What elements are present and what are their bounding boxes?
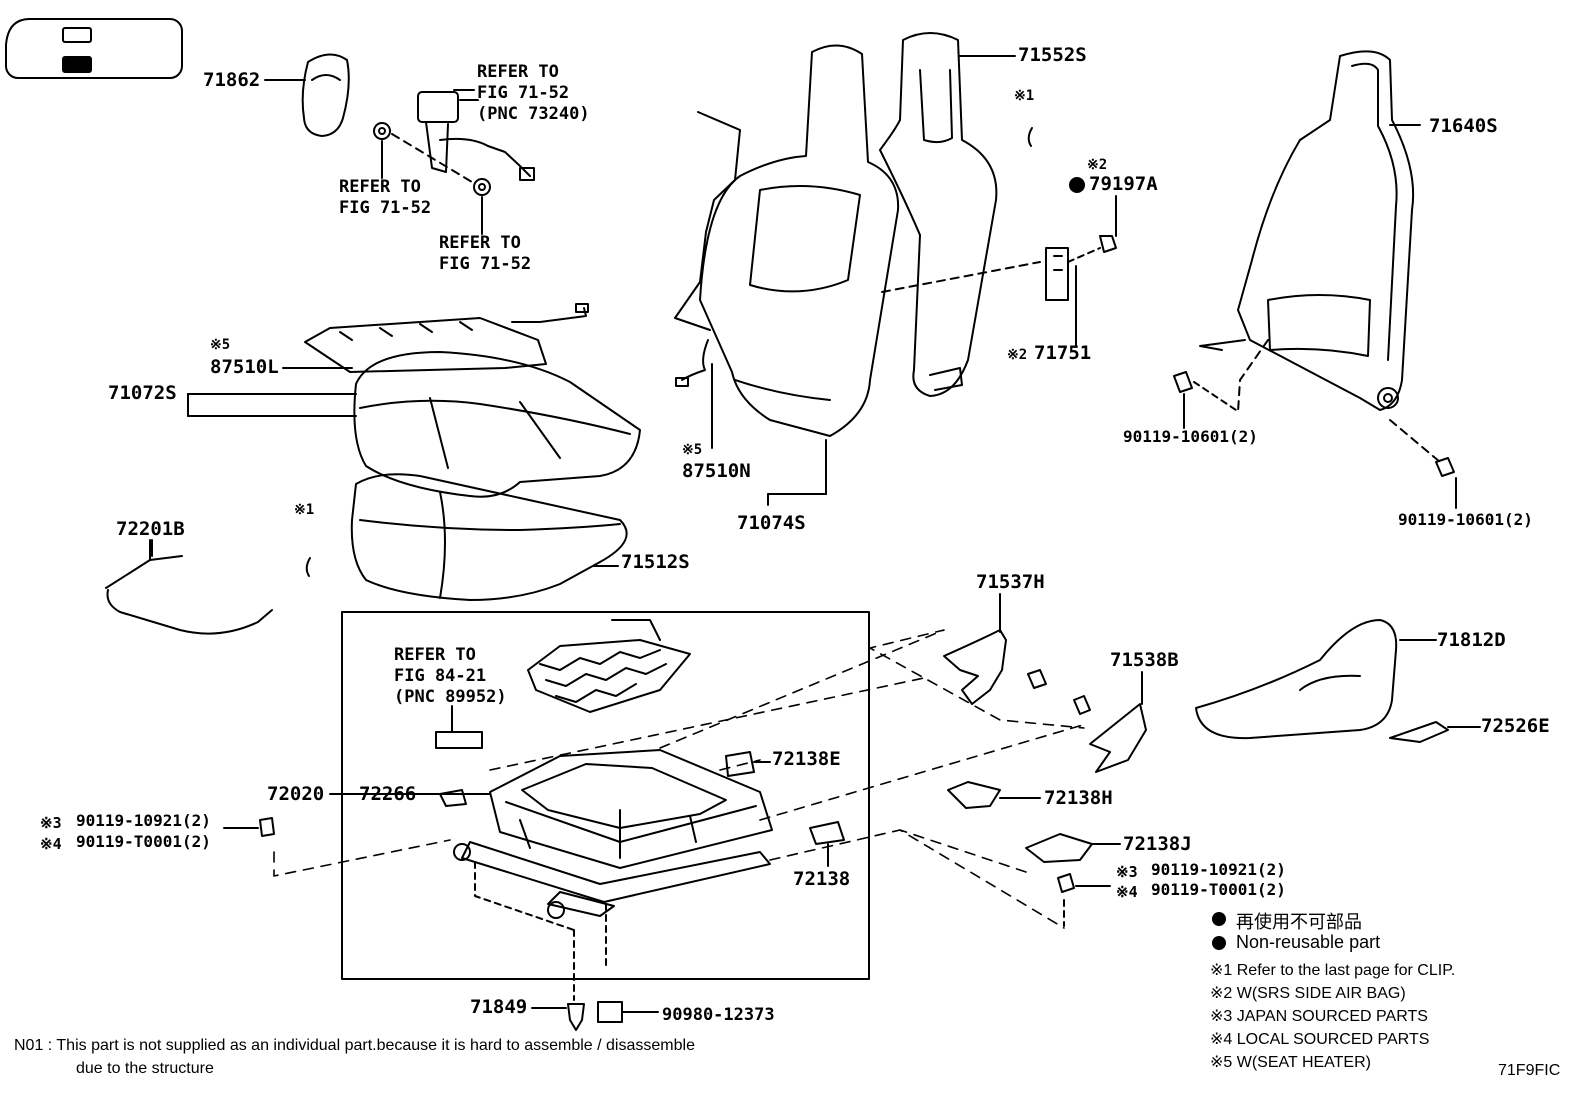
- cushion-pad-icon: [350, 473, 628, 601]
- footnote-mark: ※1: [294, 502, 315, 518]
- part-label: 71538B: [1110, 649, 1179, 671]
- part-label: 71751: [1034, 342, 1092, 364]
- part-label: 72138E: [772, 748, 841, 770]
- part-label: 71552S: [1018, 44, 1087, 66]
- footnote-line: due to the structure: [76, 1060, 214, 1077]
- footnote-mark: ※5: [682, 442, 703, 458]
- headrest-cover-icon: [264, 53, 350, 137]
- legend-non-reusable-en: Non-reusable part: [1236, 932, 1381, 952]
- legend-note: ※1 Refer to the last page for CLIP.: [1210, 962, 1456, 979]
- part-label: 72138H: [1044, 787, 1113, 809]
- vehicle-locator-icon: [5, 18, 183, 79]
- legend-note: ※3 JAPAN SOURCED PARTS: [1210, 1008, 1428, 1025]
- bottom-clip-icon: [531, 1001, 659, 1031]
- connector-icon: [435, 705, 483, 807]
- seatback-cover-rear-icon: [879, 32, 1016, 397]
- footnote-mark: ※1: [1014, 88, 1035, 104]
- non-reusable-dot-icon: [1212, 936, 1226, 950]
- ref-note: REFER TO FIG 84-21 (PNC 89952): [394, 645, 507, 707]
- part-label: 72020: [267, 783, 325, 805]
- part-label: 71072S: [108, 382, 177, 404]
- part-label: 71074S: [737, 512, 806, 534]
- footnote-mark: ※3: [40, 814, 62, 832]
- seat-side-cover-icon: [1195, 619, 1481, 743]
- footnote-mark: ※2: [1007, 347, 1028, 363]
- legend-note: ※2 W(SRS SIDE AIR BAG): [1210, 985, 1406, 1002]
- part-label: 72138: [793, 868, 851, 890]
- seat-spring-icon: [527, 619, 691, 713]
- airbag-bracket-icon: [1045, 195, 1117, 347]
- part-label: 71812D: [1437, 629, 1506, 651]
- part-label: 90119-10921(2): [76, 811, 211, 830]
- part-label: 72201B: [116, 518, 185, 540]
- part-label: 71537H: [976, 571, 1045, 593]
- seatback-frame-icon: [1199, 50, 1441, 463]
- footnote-mark: ※4: [40, 835, 62, 853]
- seat-wire-icon: [105, 539, 273, 635]
- part-label: 90119-10601(2): [1123, 427, 1258, 446]
- part-label: 87510N: [682, 460, 751, 482]
- footnote-mark: ※2: [1087, 157, 1108, 173]
- seat-heater-mat-icon: [282, 303, 589, 373]
- side-shield-icon: [943, 593, 1147, 773]
- seat-adjuster-box: [341, 611, 870, 980]
- part-label: 90119-T0001(2): [1151, 880, 1286, 899]
- part-label: 72266: [359, 783, 417, 805]
- footnote-line: N01 : This part is not supplied as an in…: [14, 1037, 695, 1054]
- part-label: 90119-T0001(2): [76, 832, 211, 851]
- non-reusable-dot-icon: [1212, 912, 1226, 926]
- ref-note: REFER TO FIG 71-52: [439, 233, 532, 274]
- seatbelt-buckle-icon: [417, 91, 535, 181]
- footnote-mark: ※3: [1116, 863, 1138, 881]
- ref-note: REFER TO FIG 71-52 (PNC 73240): [477, 62, 590, 124]
- assembly-lines: [273, 629, 1087, 929]
- part-label: 71862: [203, 69, 261, 91]
- legend-non-reusable-jp: 再使用不可部品: [1236, 912, 1362, 932]
- seatback-assy-icon: [674, 44, 1041, 506]
- part-label: 72526E: [1481, 715, 1550, 737]
- ref-note: REFER TO FIG 71-52: [339, 177, 432, 218]
- part-label: 90119-10921(2): [1151, 860, 1286, 879]
- legend-note: ※5 W(SEAT HEATER): [1210, 1054, 1371, 1071]
- bracket-icon: [725, 751, 1121, 867]
- part-label: 79197A: [1089, 173, 1158, 195]
- seat-cushion-assy-icon: [187, 351, 641, 498]
- part-label: 87510L: [210, 356, 279, 378]
- footnote-mark: ※4: [1116, 883, 1138, 901]
- screw-icon: [223, 817, 1111, 927]
- part-label: 71640S: [1429, 115, 1498, 137]
- footnote-mark: ※5: [210, 337, 231, 353]
- non-reusable-dot-icon: [1069, 177, 1085, 193]
- part-label: 90980-12373: [662, 1005, 775, 1025]
- legend-note: ※4 LOCAL SOURCED PARTS: [1210, 1031, 1430, 1048]
- bolt-icon: [1173, 371, 1457, 509]
- part-label: 90119-10601(2): [1398, 510, 1533, 529]
- part-label: 71849: [470, 996, 528, 1018]
- diagram-id: 71F9FIC: [1498, 1062, 1561, 1079]
- leader-lines: [151, 89, 475, 557]
- part-label: 71512S: [621, 551, 690, 573]
- anchor-nut-icon: [373, 122, 491, 235]
- part-label: 72138J: [1123, 833, 1192, 855]
- clip-icon: [305, 127, 1033, 577]
